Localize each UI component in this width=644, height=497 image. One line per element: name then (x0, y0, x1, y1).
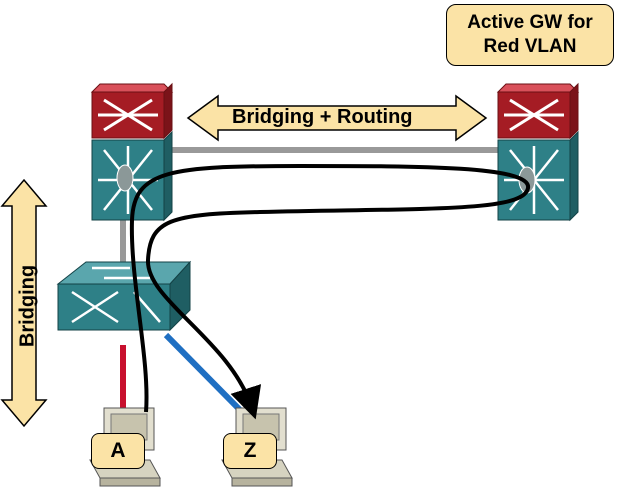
left-router-icon (90, 82, 174, 140)
host-a-label: A (91, 433, 145, 469)
active-gateway-callout: Active GW for Red VLAN (446, 4, 614, 66)
host-z-label: Z (223, 433, 277, 469)
bridging-arrow (0, 178, 48, 428)
bridging-routing-arrow (186, 94, 488, 142)
right-router-icon (496, 82, 580, 140)
access-switch-icon (56, 260, 192, 332)
bridging-routing-label: Bridging + Routing (232, 106, 413, 128)
right-l3-switch-icon (497, 130, 579, 222)
callout-line-2: Red VLAN (483, 36, 577, 57)
blue-vlan-link-z (163, 332, 243, 413)
traffic-flow-path (129, 163, 530, 420)
callout-line-1: Active GW for (467, 12, 593, 33)
bridging-label: Bridging (16, 264, 39, 348)
